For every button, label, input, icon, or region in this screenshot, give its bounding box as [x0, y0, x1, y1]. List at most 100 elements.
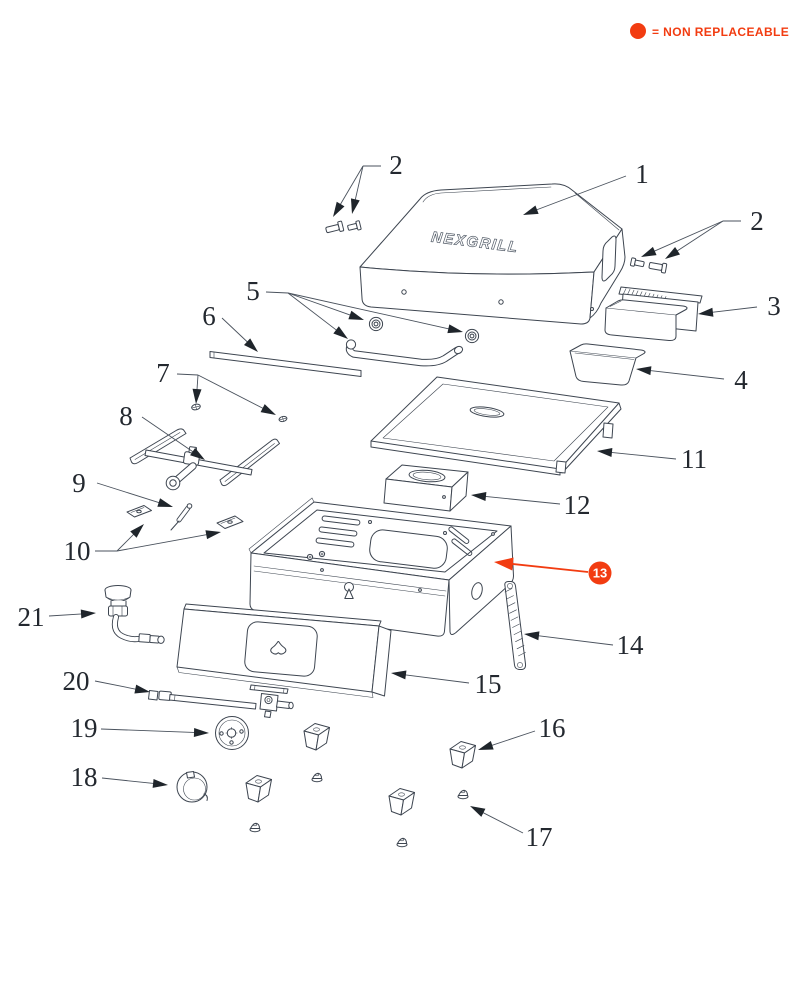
leader-arrow	[244, 338, 258, 352]
part-12-heat-box	[383, 464, 469, 512]
part-number-label: 14	[617, 630, 645, 660]
part-number-label: 2	[389, 150, 403, 180]
leader-arrow	[494, 557, 514, 571]
part-number-label: 5	[246, 276, 260, 306]
leader-arrow	[597, 448, 613, 457]
leader-arrow	[524, 631, 540, 641]
callout-11: 11	[597, 444, 707, 474]
leader-arrow	[152, 778, 168, 788]
part-number-label: 3	[767, 291, 781, 321]
part-4-grease-cup	[569, 343, 646, 386]
callout-5: 5	[246, 276, 463, 339]
callout-4: 4	[636, 365, 748, 395]
callout-15: 15	[391, 669, 502, 699]
grill-parts-art: NEXGRILL	[104, 183, 703, 848]
part-18-control-knob	[176, 771, 208, 803]
part-2-screws-left	[325, 220, 362, 234]
legend: = NON REPLACEABLE	[630, 23, 789, 39]
part-number-label: 6	[202, 301, 216, 331]
leader-arrow	[157, 498, 173, 507]
leader-arrow	[391, 670, 407, 680]
callout-17: 17	[470, 806, 553, 852]
leader-arrow	[192, 388, 202, 404]
part-number-label: 1	[635, 159, 649, 189]
part-number-label: 20	[63, 666, 90, 696]
part-number-label: 18	[71, 762, 98, 792]
callout-3: 3	[698, 291, 781, 321]
leader-arrow	[333, 326, 348, 339]
part-11-griddle-plate	[370, 376, 622, 476]
part-17-feet	[249, 772, 469, 848]
legend-text: = NON REPLACEABLE	[652, 25, 789, 39]
callout-14: 14	[524, 630, 644, 660]
valve-assembly	[249, 684, 294, 718]
callout-7: 7	[156, 358, 276, 415]
callout-8: 8	[119, 401, 205, 460]
leader-arrow	[523, 205, 539, 215]
part-1-lid: NEXGRILL	[359, 183, 626, 325]
part-number-label: 11	[681, 444, 707, 474]
callout-9: 9	[72, 468, 173, 507]
part-15-front-panel	[176, 603, 392, 698]
leader-arrow	[470, 806, 486, 817]
part-number-label: 8	[119, 401, 133, 431]
leader-arrow	[205, 530, 221, 540]
callout-16: 16	[478, 713, 566, 750]
part-number-label: 2	[750, 206, 764, 236]
part-9-igniter-electrode	[170, 503, 193, 531]
part-20-valve-tube	[148, 690, 257, 710]
part-number-label: 12	[564, 490, 591, 520]
callout-2: 2	[641, 206, 764, 259]
non-replaceable-dot	[630, 23, 646, 39]
part-number-label: 21	[18, 602, 45, 632]
part-10-brackets	[126, 505, 244, 529]
callout-6: 6	[202, 301, 258, 352]
leader-arrow	[478, 740, 494, 750]
leader-arrow	[641, 246, 657, 257]
callout-2: 2	[333, 150, 403, 217]
part-7-screws	[191, 403, 288, 423]
part-2-screws-right	[629, 257, 668, 274]
part-number-label: 17	[526, 822, 553, 852]
callout-1: 1	[523, 159, 649, 215]
part-3-grease-tray	[604, 286, 703, 342]
part-number-label: 15	[475, 669, 502, 699]
leader-arrow	[350, 198, 360, 214]
part-number-label: 9	[72, 468, 86, 498]
leader-arrow	[80, 609, 96, 619]
leader-arrow	[471, 492, 487, 501]
part-number-label: 16	[539, 713, 566, 743]
leader-arrow	[134, 684, 150, 694]
part-21-regulator	[104, 585, 165, 644]
leader-arrow	[636, 366, 652, 376]
leader-arrow	[190, 447, 205, 460]
part-number-label: 10	[64, 536, 91, 566]
leader-arrow	[698, 307, 714, 317]
callout-18: 18	[71, 762, 168, 792]
leader-arrow	[193, 727, 209, 737]
part-number-label: 19	[71, 713, 98, 743]
leader-arrow	[348, 310, 364, 320]
callout-12: 12	[471, 490, 591, 520]
callout-21: 21	[18, 602, 96, 632]
part-number-label: 4	[734, 365, 748, 395]
leader-arrow	[260, 404, 276, 415]
part-5-handle	[345, 316, 480, 367]
callout-10: 10	[64, 524, 221, 566]
part-16-legs	[245, 723, 476, 816]
leader-arrow	[447, 324, 463, 334]
callout-20: 20	[63, 666, 150, 696]
part-number-label: 7	[156, 358, 170, 388]
non-replaceable-badge	[588, 561, 612, 585]
leader-arrow	[333, 201, 345, 217]
part-19-knob-bezel	[215, 716, 249, 750]
part-8-burner-assembly	[129, 428, 280, 491]
leader-arrow	[665, 247, 681, 259]
part-6-trim-strip	[209, 351, 362, 377]
part-number-badge-label: 13	[593, 566, 607, 581]
part-14-support-rod	[504, 581, 527, 670]
callout-13: 13	[494, 557, 612, 585]
